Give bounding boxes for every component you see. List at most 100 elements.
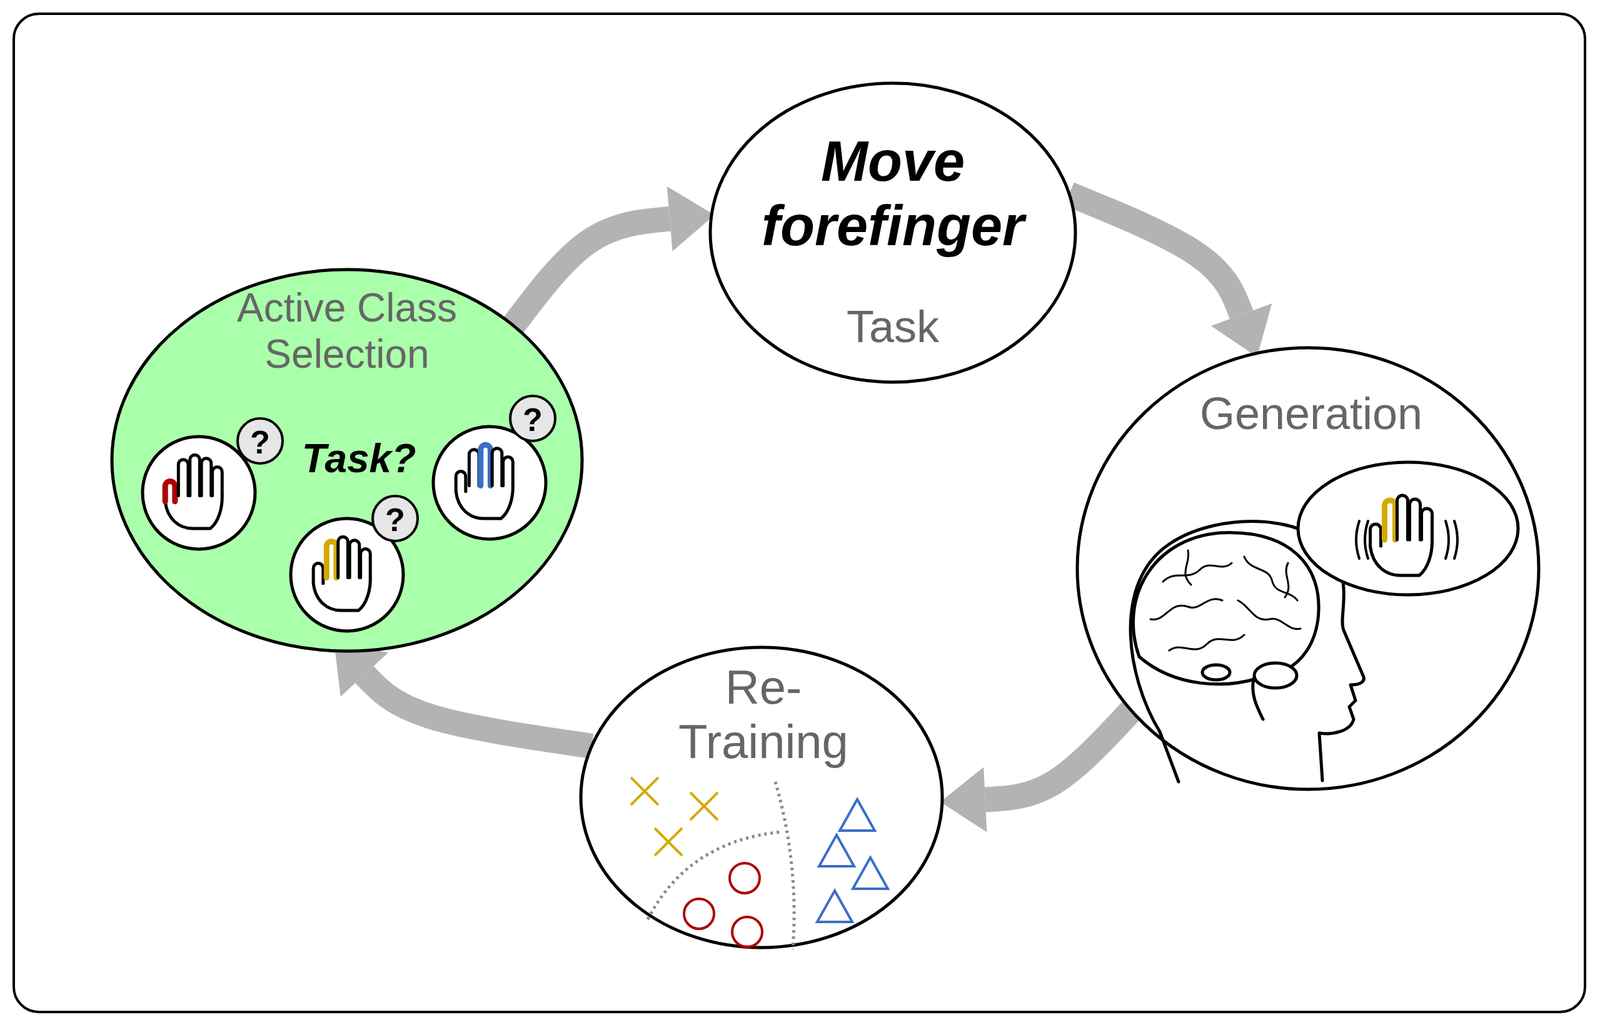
text-holder: Active Class Selection: [200, 285, 494, 378]
text-holder: ?: [385, 503, 406, 536]
neck-back: [1159, 731, 1179, 782]
finger: [360, 548, 371, 578]
brainstem: [1252, 678, 1263, 720]
text-holder: Re- Training: [678, 659, 849, 770]
finger: [190, 454, 201, 496]
triangle-point: [839, 799, 875, 831]
finger: [349, 540, 360, 578]
text-holder: Task?: [301, 435, 417, 483]
question-mark: ?: [385, 503, 406, 536]
finger: [338, 536, 349, 578]
brain-fold: [1150, 598, 1223, 620]
triangle-point: [819, 834, 855, 866]
question-badge: [237, 418, 283, 464]
question-badge: [510, 395, 556, 441]
class-circles: [684, 862, 763, 947]
highlighted-finger: [1384, 500, 1396, 540]
thought-bubble: [1298, 462, 1519, 595]
ellipse-node: Re- Training: [578, 645, 945, 950]
head-profile: [1130, 521, 1364, 781]
question-mark: ?: [250, 425, 271, 459]
cross-point: [630, 777, 659, 805]
ellipse-node: Move forefingerTask: [708, 81, 1078, 384]
cycle-arrow: [364, 674, 592, 746]
question-mark: ?: [522, 403, 543, 436]
highlighted-finger: [480, 444, 491, 486]
text-holder: Task: [846, 300, 940, 353]
decision-boundary: [647, 831, 782, 920]
palm: [165, 495, 222, 529]
motion-line: [1364, 520, 1369, 559]
finger: [1370, 523, 1382, 546]
hand-icon: [433, 426, 546, 539]
palm: [1370, 539, 1433, 576]
node-ellipse: [1077, 347, 1539, 790]
brain-fold: [1237, 600, 1301, 629]
finger: [492, 448, 503, 486]
motion-line: [1454, 520, 1458, 559]
brain-fold: [1284, 562, 1289, 598]
text-holder: ?: [522, 403, 543, 436]
finger: [201, 458, 212, 496]
node-title: Re- Training: [678, 659, 849, 770]
cycle-arrow: [513, 218, 670, 326]
palm: [455, 485, 513, 519]
finger: [1421, 508, 1433, 540]
hand-icon: [142, 436, 256, 549]
finger: [468, 449, 479, 486]
node-subtitle: Task: [846, 300, 940, 353]
brain-fold: [1162, 562, 1232, 582]
triangle-point: [817, 890, 853, 922]
decision-boundary: [775, 781, 795, 950]
brain-folds: [1150, 550, 1301, 651]
brain-lobe: [1202, 664, 1230, 680]
cerebellum: [1254, 662, 1297, 688]
finger: [1409, 498, 1421, 540]
icon-circle: [142, 436, 256, 549]
motion-line: [1445, 520, 1449, 559]
brain-outline: [1132, 532, 1319, 685]
brain-fold: [1169, 634, 1245, 651]
triangle-point: [852, 857, 888, 889]
highlighted-finger: [326, 541, 337, 578]
icon-circle: [433, 426, 546, 539]
finger: [178, 459, 189, 496]
outer-frame: [13, 13, 1585, 1012]
node-title: Move forefinger: [761, 129, 1025, 259]
question-badge: [372, 495, 418, 541]
finger: [1397, 495, 1409, 540]
node-ellipse: [111, 269, 583, 651]
palm: [313, 577, 371, 611]
text-holder: Move forefinger: [761, 129, 1025, 259]
highlighted-finger: [165, 481, 176, 502]
class-crosses: [630, 777, 718, 856]
cross-point: [690, 792, 718, 820]
finger: [503, 457, 514, 486]
brain-fold: [1244, 556, 1298, 601]
class-triangles: [817, 799, 888, 922]
node-subtitle: Task?: [301, 435, 417, 483]
scatter-plot: [630, 777, 888, 950]
head-illustration: [1130, 521, 1364, 782]
text-holder: ?: [250, 425, 271, 459]
hand-icon: [1356, 495, 1458, 576]
finger: [455, 471, 466, 492]
motion-line: [1356, 520, 1360, 559]
node-title: Active Class Selection: [200, 285, 494, 378]
node-ellipse: [580, 647, 943, 948]
node-title: Generation: [1199, 387, 1423, 440]
cycle-arrow: [1069, 193, 1242, 315]
finger: [212, 467, 223, 496]
text-holder: Generation: [1199, 387, 1423, 440]
brain-fold: [1185, 550, 1192, 585]
node-ellipse: [710, 83, 1076, 383]
circle-point: [729, 862, 760, 893]
ellipse-node: Generation: [1075, 345, 1541, 791]
circle-point: [732, 916, 763, 947]
cross-point: [654, 827, 683, 856]
ellipse-node: Active Class SelectionTask?: [110, 267, 584, 653]
circle-point: [684, 898, 715, 929]
